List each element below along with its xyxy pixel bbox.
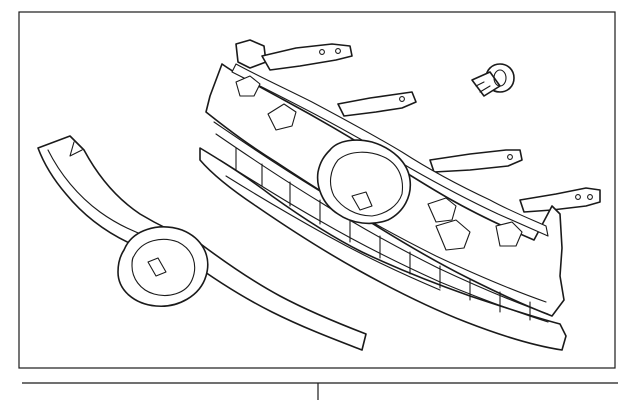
mounting-bracket-lower-right: [519, 187, 601, 213]
grille-clip-tabs: [235, 75, 523, 251]
callout-leader: [22, 382, 618, 400]
molding-strip: [37, 135, 367, 351]
grille-lower-frame: [199, 147, 567, 351]
mounting-bracket-top-left: [235, 39, 353, 71]
mounting-bracket-mid-right: [429, 149, 523, 173]
grille-molding: [37, 135, 367, 351]
clip-fastener: [471, 63, 515, 97]
grille-assembly: [199, 39, 601, 351]
mounting-bracket-top-right: [337, 91, 417, 117]
emblem-opening: [316, 139, 412, 225]
